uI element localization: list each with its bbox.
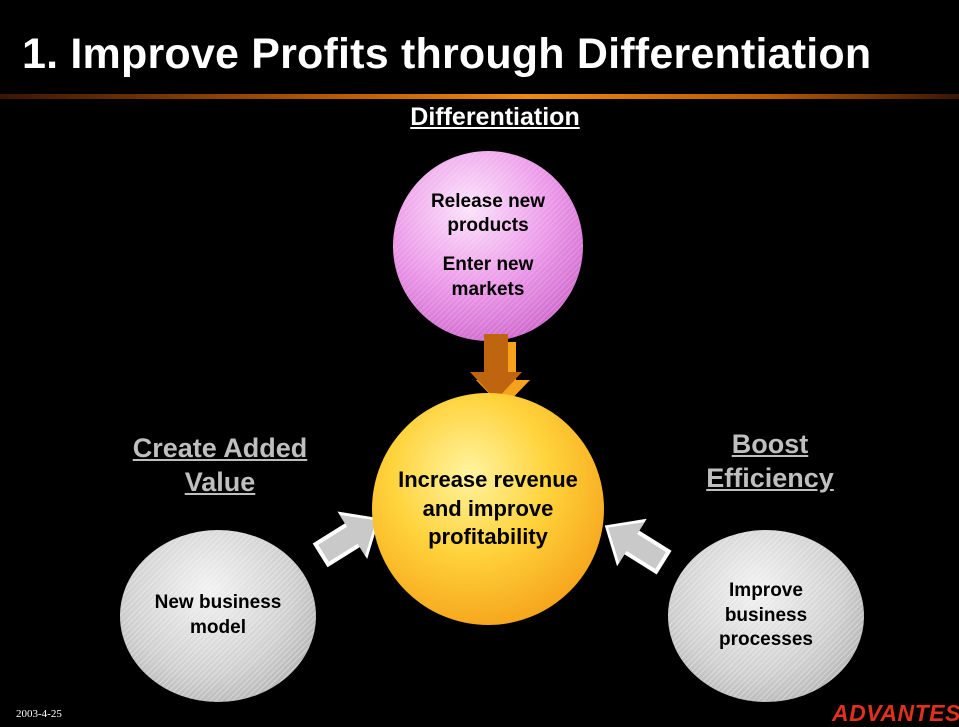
circle-added-value-label: New business model (154, 592, 282, 638)
heading-differentiation: Differentiation (410, 103, 580, 131)
circle-efficiency-label: Improve business processes (718, 579, 813, 651)
right-arrow (604, 518, 672, 575)
circle-added-value: New business model (120, 530, 316, 702)
footer-date: 2003-4-25 (16, 708, 62, 720)
down-arrow (470, 334, 522, 400)
circle-differentiation: Release new products Enter new markets (393, 151, 583, 341)
circle-center: Increase revenue and improve profitabili… (372, 393, 604, 625)
circle-differentiation-line1: Release new products (430, 190, 546, 237)
circle-center-label: Increase revenue and improve profitabili… (398, 467, 578, 550)
left-arrow (312, 511, 380, 568)
title-divider (0, 94, 959, 99)
heading-boost-efficiency: Boost Efficiency (706, 429, 834, 493)
circle-differentiation-line2: Enter new markets (442, 254, 534, 300)
heading-create-added-value: Create Added Value (132, 433, 308, 497)
company-logo: ADVANTEST (832, 700, 959, 726)
slide-title: 1. Improve Profits through Differentiati… (22, 30, 872, 78)
circle-efficiency: Improve business processes (668, 530, 864, 702)
